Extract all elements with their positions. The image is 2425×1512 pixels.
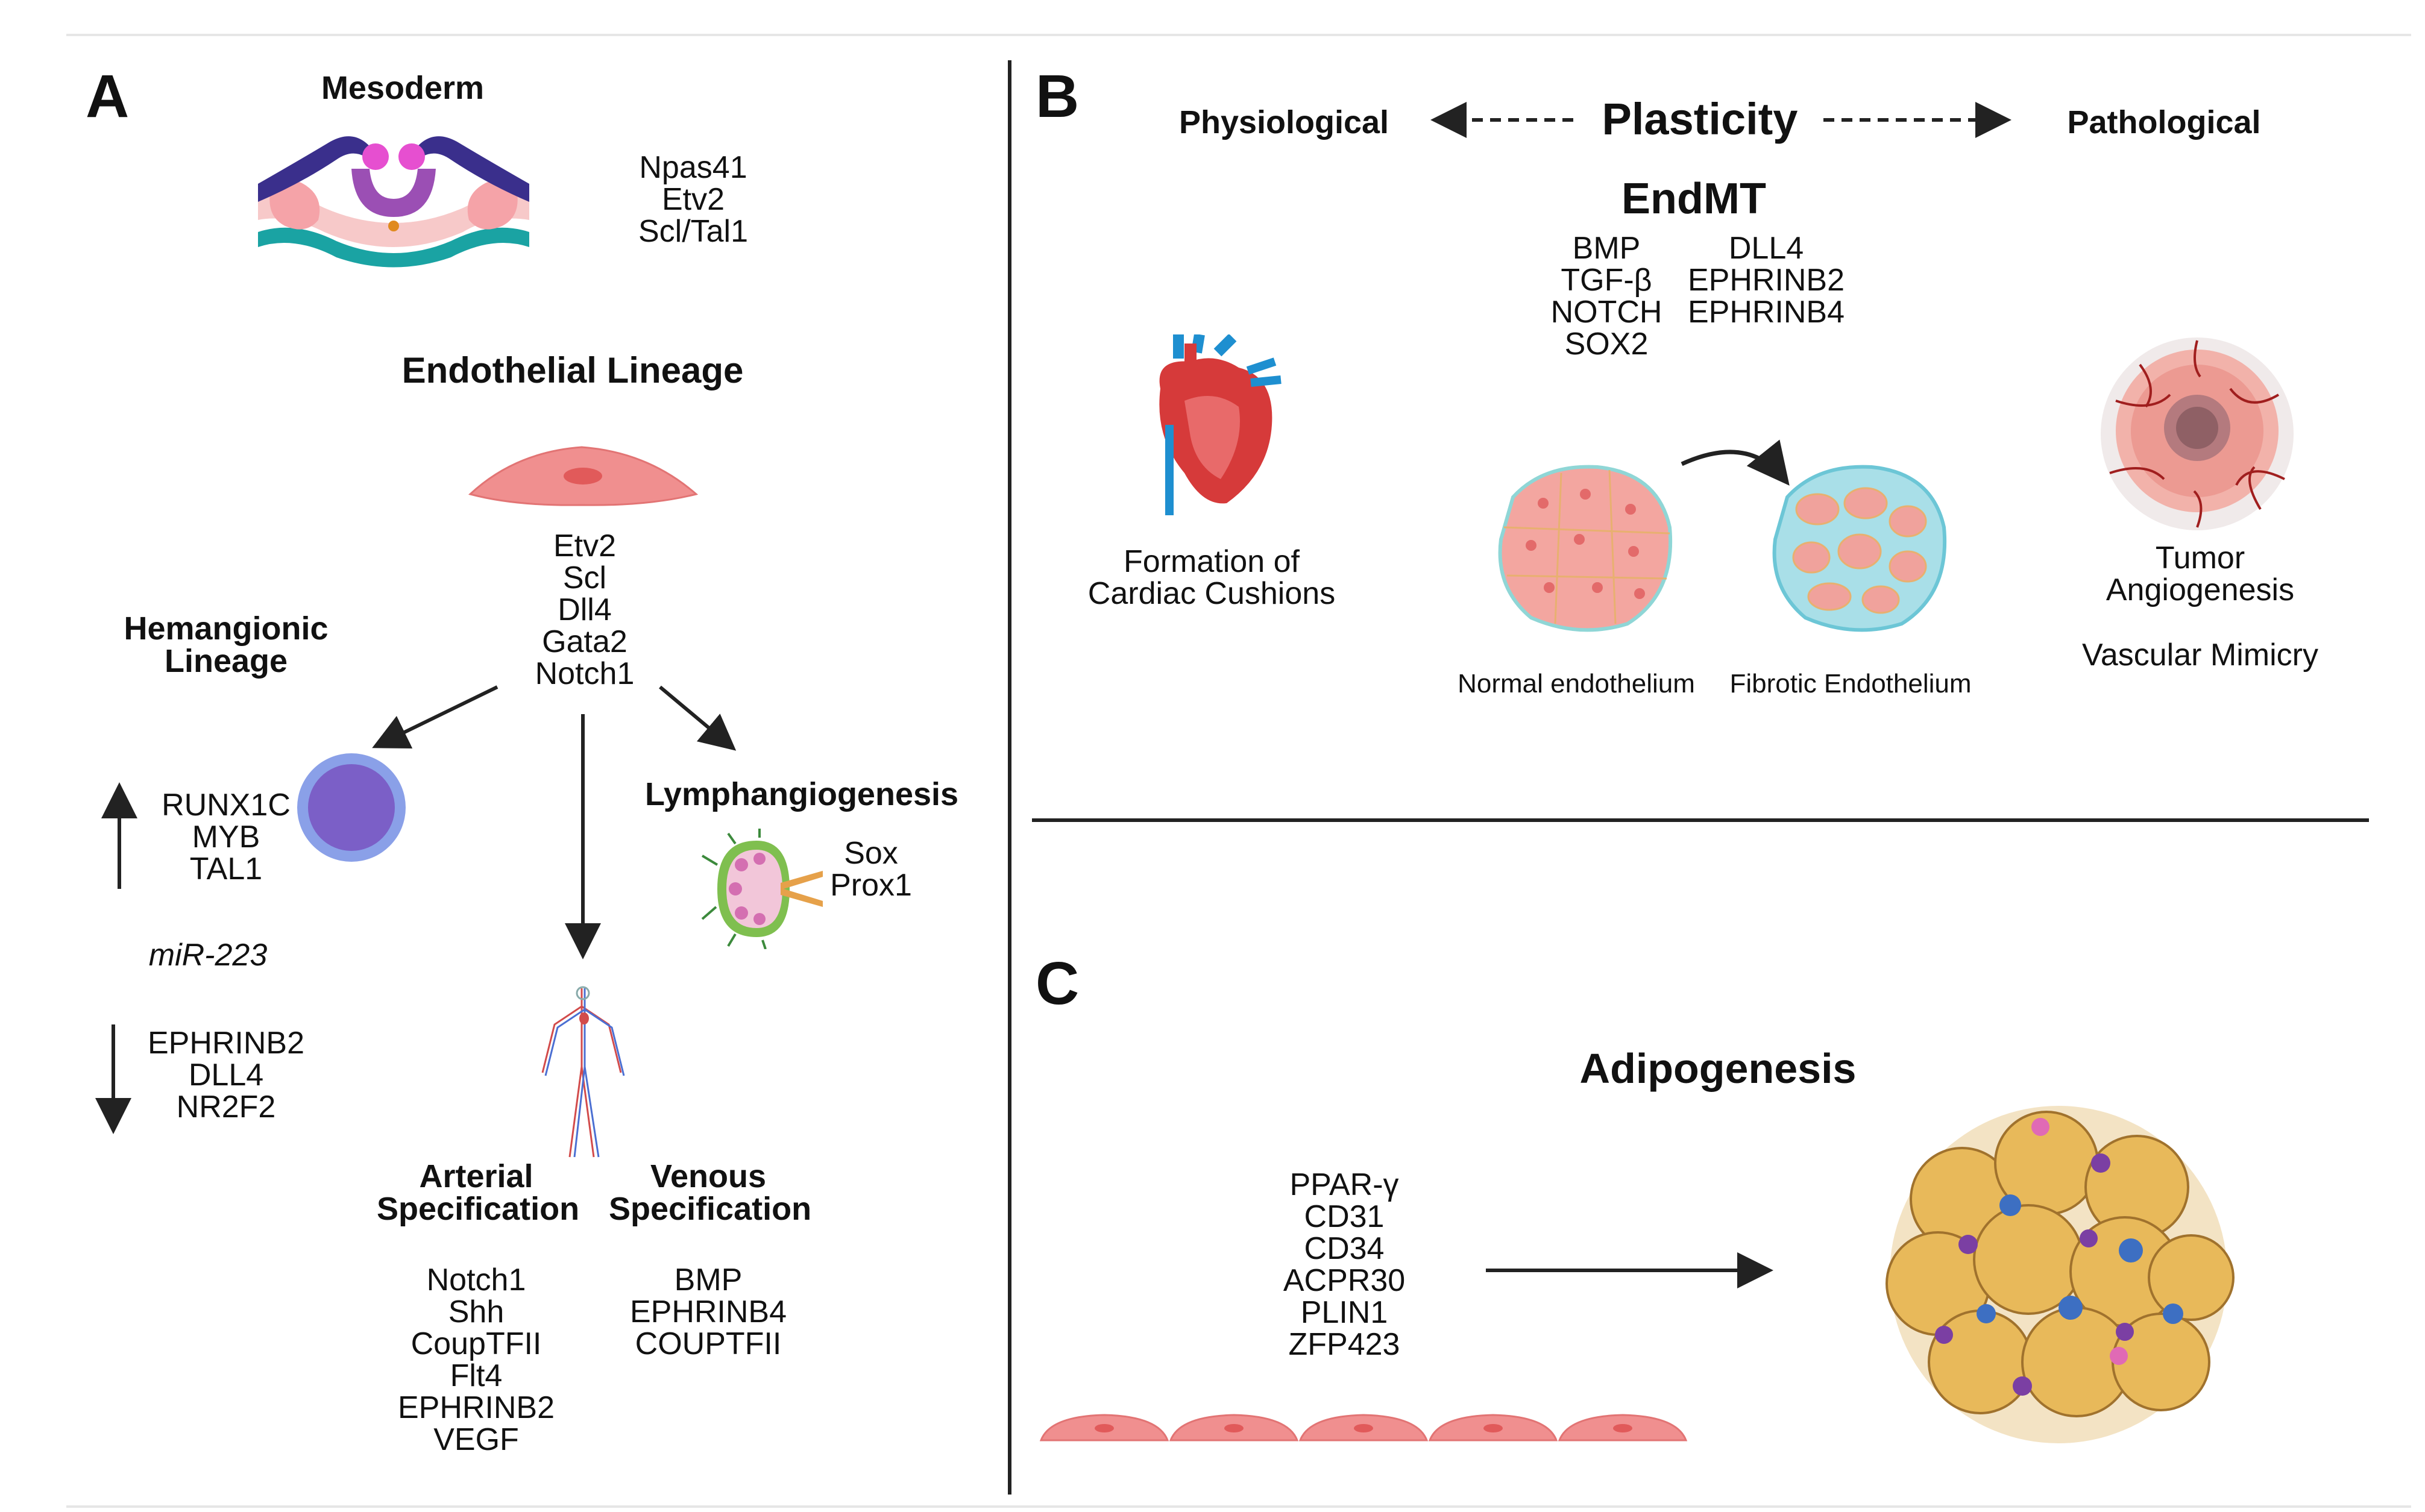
- panel-label-c: C: [1036, 950, 1080, 1017]
- endothelial-cell-icon: [468, 446, 699, 506]
- endothelial-monolayer-icon: [1039, 1414, 1688, 1441]
- venous-genes: BMP EPHRINB4 COUPTFII: [629, 1263, 787, 1361]
- endothelial-lineage-title: Endothelial Lineage: [401, 350, 744, 391]
- lymphangiogenesis-title: Lymphangiogenesis: [644, 776, 959, 812]
- normal-endothelium-label: Normal endothelium: [1458, 669, 1695, 698]
- mesoderm-genes: Npas41 Etv2 Scl/Tal1: [638, 150, 749, 249]
- arterial-genes: Notch1 Shh CoupTFII Flt4 EPHRINB2 VEGF: [397, 1263, 555, 1457]
- endmt-curved-arrow: [1681, 439, 1790, 486]
- venous-title: Venous Specification: [609, 1158, 812, 1227]
- pathological-label: Pathological: [2067, 104, 2261, 140]
- lymph-genes: Sox Prox1: [830, 836, 912, 903]
- endothelial-genes: Etv2 Scl Dll4 Gata2 Notch1: [535, 529, 635, 691]
- physiological-label: Physiological: [1178, 104, 1389, 140]
- tumor-label: Tumor Angiogenesis: [2106, 541, 2295, 607]
- plasticity-label: Plasticity: [1602, 94, 1798, 144]
- human-vasculature-icon: [541, 986, 625, 1158]
- arrow-to-hemangionic: [372, 685, 499, 748]
- arterial-title: Arterial Specification: [377, 1158, 580, 1227]
- normal-endothelium-icon: [1498, 465, 1673, 632]
- hemangionic-title: Hemangionic Lineage: [124, 610, 329, 679]
- vascular-mimicry-label: Vascular Mimicry: [2082, 638, 2318, 673]
- tumor-icon: [2101, 337, 2294, 530]
- adipogenesis-genes: PPAR-γ CD31 CD34 ACPR30 PLIN1 ZFP423: [1283, 1167, 1406, 1362]
- heart-icon: [1159, 334, 1282, 515]
- endmt-title: EndMT: [1621, 175, 1766, 223]
- mirna-label: miR-223: [148, 938, 268, 973]
- adipogenesis-title: Adipogenesis: [1579, 1045, 1857, 1092]
- blood-cell-icon: [297, 753, 406, 862]
- cardiac-label: Formation of Cardiac Cushions: [1087, 544, 1336, 611]
- mesoderm-title: Mesoderm: [321, 70, 485, 106]
- embryo-mesoderm-icon: [258, 136, 529, 268]
- fibrotic-endothelium-icon: [1772, 465, 1947, 632]
- lymph-node-icon: [701, 829, 823, 949]
- endmt-genes-left: BMP TGF-β NOTCH SOX2: [1550, 231, 1662, 362]
- arrow-to-lymph: [659, 685, 737, 751]
- endmt-genes-right: DLL4 EPHRINB2 EPHRINB4: [1687, 231, 1845, 330]
- hemangionic-down-genes: EPHRINB2 DLL4 NR2F2: [147, 1026, 305, 1125]
- fibrotic-endothelium-label: Fibrotic Endothelium: [1729, 669, 1972, 698]
- adipose-tissue-icon: [1886, 1106, 2235, 1443]
- panel-label-b: B: [1036, 63, 1080, 130]
- hemangionic-up-genes: RUNX1C MYB TAL1: [162, 788, 291, 886]
- panel-label-a: A: [86, 63, 130, 130]
